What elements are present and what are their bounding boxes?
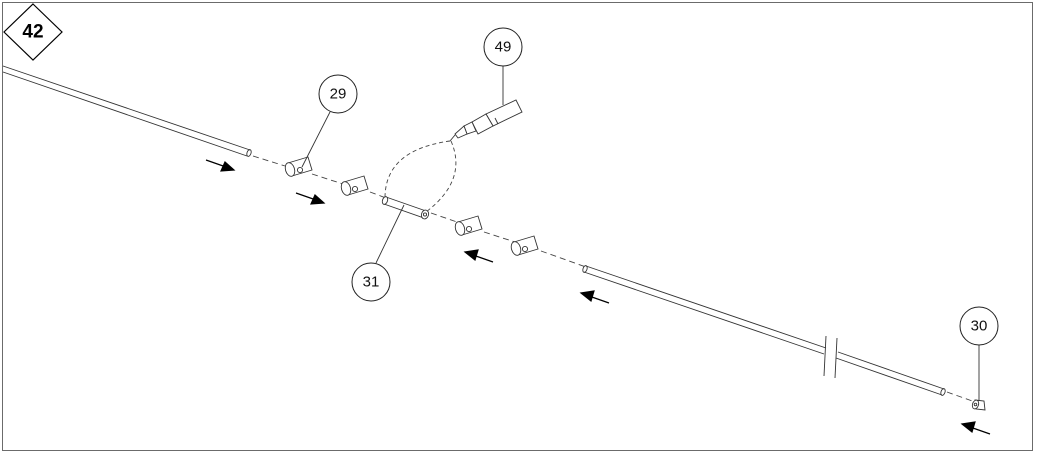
connector-left	[340, 175, 369, 196]
connector-29	[284, 156, 313, 177]
step-number: 42	[22, 22, 43, 43]
arrow-right-1	[205, 159, 236, 172]
callout-31: 31	[351, 204, 405, 302]
end-cap-30	[971, 399, 986, 411]
break-mark-2	[834, 337, 838, 379]
callout-31-label: 31	[363, 274, 380, 291]
assembly-axis	[252, 155, 976, 403]
callout-30-label: 30	[971, 318, 988, 335]
callout-49-label: 49	[495, 39, 512, 56]
glue-application-path	[384, 140, 457, 213]
callout-49: 49	[483, 27, 523, 105]
connector-right-1	[454, 215, 483, 236]
left-rod	[2, 65, 252, 157]
arrow-left-1	[463, 249, 494, 263]
direction-arrows	[205, 159, 991, 435]
callout-29-label: 29	[330, 86, 347, 103]
right-rod	[582, 265, 946, 396]
step-badge: 42	[3, 3, 63, 61]
break-mark-1	[823, 335, 827, 377]
connector-right-2	[510, 235, 539, 256]
callout-30: 30	[959, 306, 999, 401]
arrow-left-2	[579, 290, 610, 304]
arrow-left-3	[960, 421, 991, 435]
tube-31	[381, 196, 430, 220]
glue-tube-49	[449, 99, 523, 142]
step-diamond	[3, 3, 63, 61]
arrow-right-2	[295, 192, 326, 205]
callout-29: 29	[301, 74, 358, 168]
